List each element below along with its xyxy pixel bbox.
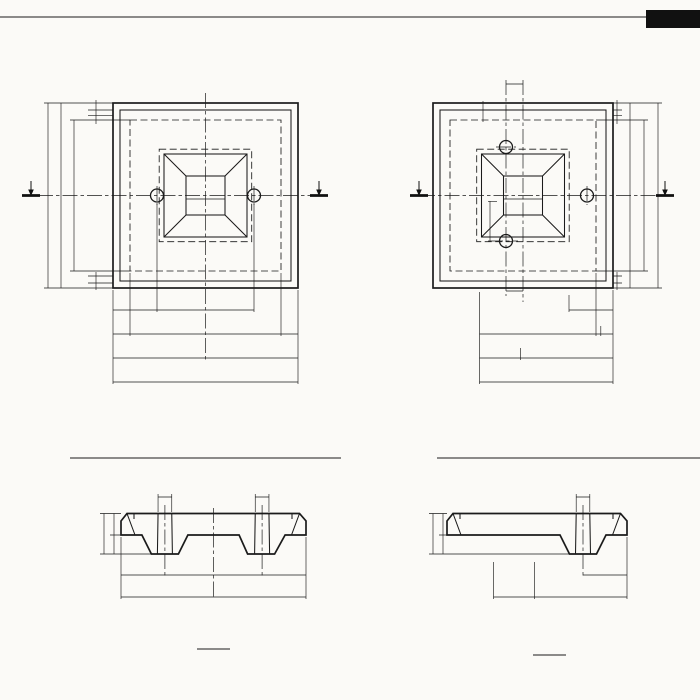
section-arrow: [28, 189, 34, 196]
section-2-dimension-lines: [429, 494, 628, 599]
plan-right: [410, 80, 674, 384]
section-1-dimension-lines: [100, 494, 307, 599]
plan-left-section-cut-marks: [22, 181, 328, 197]
plan-right-section-cut-marks: [410, 181, 674, 197]
section-2-2: [429, 494, 628, 656]
section-1-centerlines: [164, 505, 263, 599]
sheet-frame: [0, 10, 700, 28]
title-block-corner: [646, 10, 700, 28]
section-1-1: [100, 494, 307, 650]
plan-right-centerlines: [420, 80, 672, 302]
section-1-outline: [120, 512, 307, 555]
section-arrow: [662, 189, 668, 196]
plan-left: [22, 93, 328, 384]
section-arrow: [416, 189, 422, 196]
plan-left-centerlines: [38, 93, 322, 360]
plan-left-dimension-lines: [44, 100, 299, 384]
section-2-outline: [446, 512, 628, 555]
section-arrow: [316, 189, 322, 196]
